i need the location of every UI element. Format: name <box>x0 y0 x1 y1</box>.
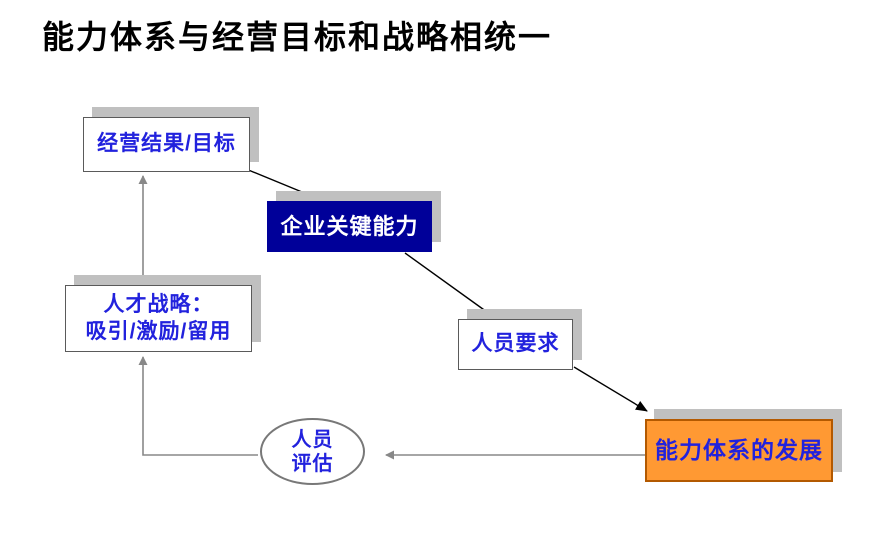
connector-requirements-to-development-arrow <box>573 366 648 412</box>
node-capability-development[interactable]: 能力体系的发展 <box>645 409 842 482</box>
node-talent-strategy[interactable]: 人才战略： 吸引/激励/留用 <box>65 275 261 352</box>
node-key-capabilities-label: 企业关键能力 <box>280 213 419 239</box>
node-business-results[interactable]: 经营结果/目标 <box>83 107 259 172</box>
node-talent-strategy-line1: 人才战略： <box>103 293 214 317</box>
node-business-results-label: 经营结果/目标 <box>97 132 236 156</box>
node-capability-development-label: 能力体系的发展 <box>655 437 823 464</box>
connector-capabilities-to-requirements <box>404 252 488 313</box>
node-people-assessment-line2: 评估 <box>291 452 334 475</box>
node-key-capabilities[interactable]: 企业关键能力 <box>267 191 441 252</box>
node-people-requirements-label: 人员要求 <box>471 332 560 356</box>
node-people-assessment-line1: 人员 <box>291 428 334 451</box>
connector-results-to-capabilities <box>245 168 303 193</box>
node-talent-strategy-line2: 吸引/激励/留用 <box>85 319 232 343</box>
node-people-requirements[interactable]: 人员要求 <box>458 309 582 370</box>
connector-assessment-to-strategy-arrow <box>138 356 258 456</box>
slide-title: 能力体系与经营目标和战略相统一 <box>42 19 553 55</box>
node-people-assessment[interactable]: 人员 评估 <box>260 418 365 485</box>
